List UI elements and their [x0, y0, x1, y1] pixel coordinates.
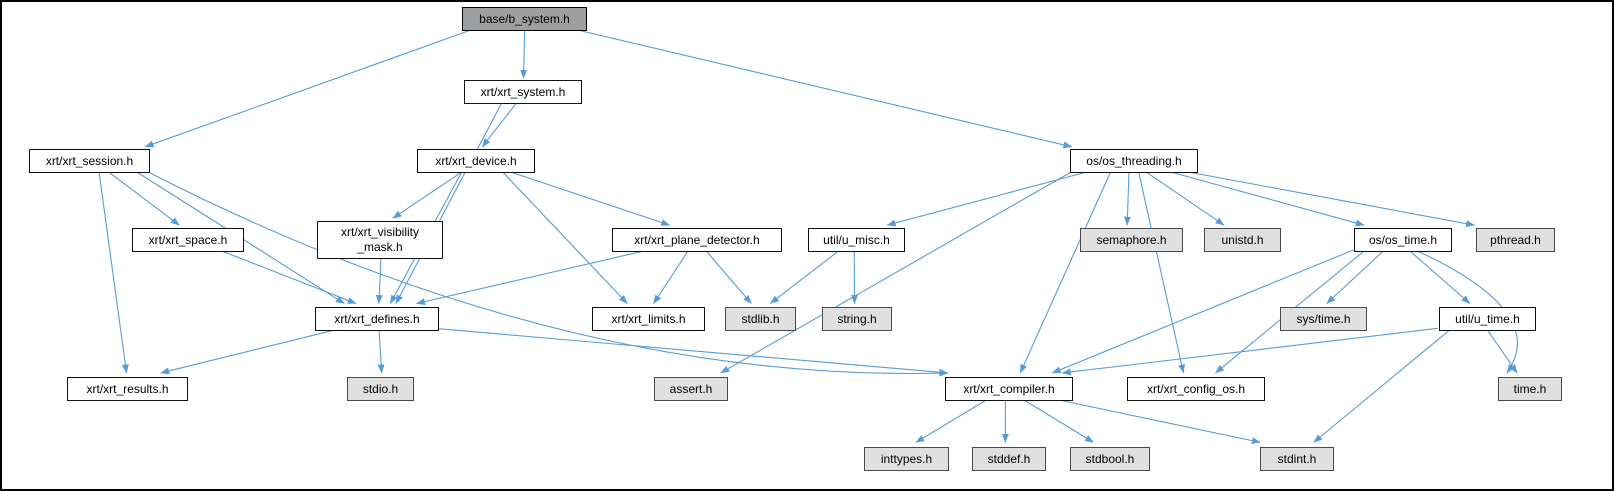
- edge-xrt_device-to-xrt_limits: [501, 171, 628, 304]
- node-label: unistd.h: [1221, 232, 1264, 247]
- edge-os_time-to-xrt_compiler: [1051, 249, 1354, 374]
- node-string: string.h: [822, 307, 892, 331]
- node-label: util/u_time.h: [1455, 311, 1520, 326]
- edge-os_threading-to-os_time: [1169, 171, 1365, 227]
- node-label: xrt/xrt_results.h: [86, 381, 169, 396]
- node-sys_time: sys/time.h: [1280, 307, 1367, 331]
- node-label: xrt/xrt_config_os.h: [1146, 381, 1246, 396]
- node-os_threading[interactable]: os/os_threading.h: [1070, 149, 1198, 173]
- edge-xrt_system-to-xrt_defines: [395, 102, 503, 304]
- edge-xrt_compiler-to-inttypes: [915, 397, 991, 443]
- node-label: xrt/xrt_limits.h: [611, 311, 686, 326]
- node-xrt_compiler[interactable]: xrt/xrt_compiler.h: [945, 377, 1073, 401]
- edge-u_time-to-xrt_compiler: [1061, 327, 1438, 376]
- node-semaphore: semaphore.h: [1080, 228, 1183, 252]
- node-label: stdio.h: [362, 381, 399, 396]
- edge-xrt_device-to-xrt_visibility_mask: [392, 171, 463, 219]
- node-stddef: stddef.h: [972, 447, 1046, 471]
- node-time: time.h: [1498, 377, 1562, 401]
- node-label: stddef.h: [987, 451, 1031, 466]
- edge-u_time-to-time: [1485, 328, 1518, 374]
- node-xrt_plane_detector[interactable]: xrt/xrt_plane_detector.h: [612, 228, 782, 252]
- node-label: string.h: [837, 311, 877, 326]
- edge-os_threading-to-semaphore: [1123, 171, 1131, 226]
- node-label: xrt/xrt_system.h: [480, 84, 566, 99]
- edge-xrt_session-to-xrt_space: [107, 171, 180, 226]
- node-label: util/u_misc.h: [823, 232, 890, 247]
- node-label: inttypes.h: [880, 451, 933, 466]
- node-xrt_space[interactable]: xrt/xrt_space.h: [132, 228, 244, 252]
- edge-os_threading-to-xrt_compiler: [1019, 171, 1112, 374]
- node-label: stdint.h: [1277, 451, 1317, 466]
- edge-os_threading-to-pthread: [1186, 171, 1476, 228]
- edge-b_system-to-xrt_system: [520, 30, 528, 79]
- node-os_time[interactable]: os/os_time.h: [1354, 228, 1452, 252]
- node-label: xrt/xrt_session.h: [45, 153, 134, 168]
- node-inttypes: inttypes.h: [864, 447, 949, 471]
- node-label: base/b_system.h: [479, 11, 570, 26]
- node-label: pthread.h: [1490, 232, 1541, 247]
- edge-xrt_session-to-xrt_compiler: [147, 171, 949, 377]
- node-b_system: base/b_system.h: [462, 7, 587, 31]
- node-xrt_config_os[interactable]: xrt/xrt_config_os.h: [1127, 377, 1265, 401]
- edge-xrt_defines-to-stdio: [377, 328, 385, 374]
- edge-os_threading-to-assert: [720, 171, 1073, 374]
- edge-os_threading-to-unistd: [1145, 171, 1225, 226]
- node-stdbool: stdbool.h: [1070, 447, 1150, 471]
- node-xrt_defines[interactable]: xrt/xrt_defines.h: [315, 307, 439, 331]
- node-xrt_results[interactable]: xrt/xrt_results.h: [67, 377, 188, 401]
- edge-b_system-to-xrt_session: [144, 30, 469, 148]
- edge-os_time-to-u_time: [1408, 249, 1471, 304]
- node-label: xrt/xrt_plane_detector.h: [634, 232, 760, 247]
- node-stdlib: stdlib.h: [725, 307, 796, 331]
- node-pthread: pthread.h: [1476, 228, 1555, 252]
- node-stdint: stdint.h: [1260, 447, 1334, 471]
- node-label: sys/time.h: [1296, 311, 1351, 326]
- node-u_time[interactable]: util/u_time.h: [1439, 307, 1536, 331]
- node-xrt_visibility_mask[interactable]: xrt/xrt_visibility _mask.h: [317, 221, 443, 259]
- edge-xrt_defines-to-xrt_compiler: [434, 327, 949, 376]
- node-label: time.h: [1513, 381, 1547, 396]
- node-label: os/os_threading.h: [1086, 153, 1182, 168]
- node-label: stdlib.h: [741, 311, 780, 326]
- edge-u_time-to-stdint: [1313, 327, 1452, 443]
- node-xrt_limits[interactable]: xrt/xrt_limits.h: [592, 307, 705, 331]
- node-label: semaphore.h: [1096, 232, 1167, 247]
- edge-xrt_plane_detector-to-stdlib: [704, 249, 752, 304]
- node-unistd: unistd.h: [1204, 228, 1281, 252]
- node-label: xrt/xrt_visibility _mask.h: [340, 225, 419, 254]
- node-xrt_session[interactable]: xrt/xrt_session.h: [29, 149, 150, 173]
- edge-xrt_visibility_mask-to-xrt_defines: [375, 256, 383, 305]
- node-label: xrt/xrt_compiler.h: [963, 381, 1055, 396]
- edge-xrt_space-to-xrt_defines: [218, 249, 357, 305]
- node-label: xrt/xrt_defines.h: [334, 311, 420, 326]
- node-u_misc[interactable]: util/u_misc.h: [808, 228, 905, 252]
- edge-u_misc-to-stdlib: [769, 249, 841, 304]
- node-label: assert.h: [669, 381, 713, 396]
- edge-b_system-to-os_threading: [580, 30, 1073, 149]
- edge-xrt_defines-to-xrt_results: [160, 327, 342, 375]
- edge-os_threading-to-xrt_config_os: [1138, 171, 1186, 374]
- node-label: os/os_time.h: [1368, 232, 1438, 247]
- node-label: xrt/xrt_space.h: [148, 232, 228, 247]
- edge-xrt_plane_detector-to-xrt_limits: [653, 249, 690, 304]
- node-xrt_system[interactable]: xrt/xrt_system.h: [464, 80, 582, 104]
- node-assert: assert.h: [654, 377, 728, 401]
- edge-xrt_system-to-xrt_device: [481, 102, 517, 148]
- node-stdio: stdio.h: [347, 377, 414, 401]
- edge-xrt_session-to-xrt_results: [98, 171, 129, 374]
- node-label: stdbool.h: [1085, 451, 1135, 466]
- edge-xrt_device-to-xrt_plane_detector: [509, 171, 671, 226]
- edge-xrt_plane_detector-to-xrt_defines: [416, 249, 649, 306]
- edge-os_time-to-sys_time: [1326, 249, 1385, 304]
- edge-xrt_compiler-to-stdint: [1048, 397, 1261, 445]
- node-label: xrt/xrt_device.h: [435, 153, 517, 168]
- node-xrt_device[interactable]: xrt/xrt_device.h: [417, 149, 535, 173]
- edge-os_threading-to-u_misc: [886, 171, 1089, 227]
- edge-xrt_compiler-to-stdbool: [1020, 397, 1094, 443]
